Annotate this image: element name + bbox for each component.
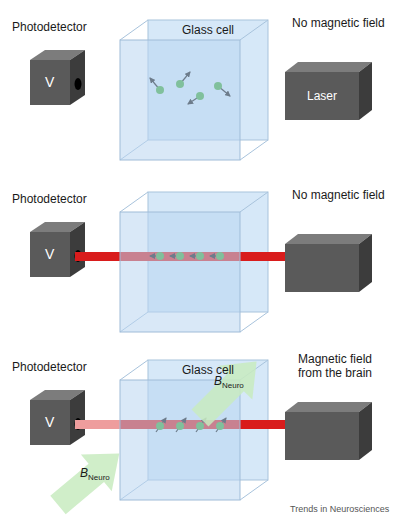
field-state: No magnetic field xyxy=(292,188,385,202)
field-symbol-box: BNeuro xyxy=(80,466,110,483)
box-label: Glass cell xyxy=(182,23,234,37)
field-state: No magnetic field xyxy=(292,16,387,30)
panel-beam xyxy=(30,192,372,332)
voltage-label: V xyxy=(45,414,54,431)
panel-no-field xyxy=(30,20,372,160)
box-label: Glass cell xyxy=(182,363,234,377)
heading: Photodetector xyxy=(12,360,87,374)
credit: Trends in Neurosciences xyxy=(290,504,389,514)
credit: Trends in Neurosciences xyxy=(290,504,389,515)
photodetector: PhotodetectorV xyxy=(30,60,70,105)
laser-box: Laser xyxy=(285,72,359,120)
photodetector: PhotodetectorV xyxy=(30,400,70,445)
field-arrow xyxy=(43,435,135,517)
subscript: Neuro xyxy=(222,381,244,390)
photodetector: PhotodetectorV xyxy=(30,232,70,277)
box-label: Laser xyxy=(307,89,337,103)
voltage-label: V xyxy=(45,74,54,91)
field-arrow xyxy=(183,344,274,435)
field-symbol: B xyxy=(214,374,222,388)
glass-cell: Glass cell xyxy=(120,380,240,500)
field-source: Magnetic field from the brain xyxy=(298,352,372,380)
panel-brain-field xyxy=(30,360,372,500)
field-symbol: B xyxy=(80,466,88,480)
heading: Photodetector xyxy=(12,192,87,206)
field-state: No magnetic field xyxy=(292,16,385,30)
glass-cell: Glass cell xyxy=(120,40,240,160)
heading: Photodetector xyxy=(12,20,87,34)
field-symbol-box: BNeuro xyxy=(214,374,244,391)
field-state: No magnetic field xyxy=(292,188,387,202)
field-source: Magnetic field from the brain xyxy=(298,352,396,381)
voltage-label: V xyxy=(45,246,54,263)
subscript: Neuro xyxy=(88,473,110,482)
